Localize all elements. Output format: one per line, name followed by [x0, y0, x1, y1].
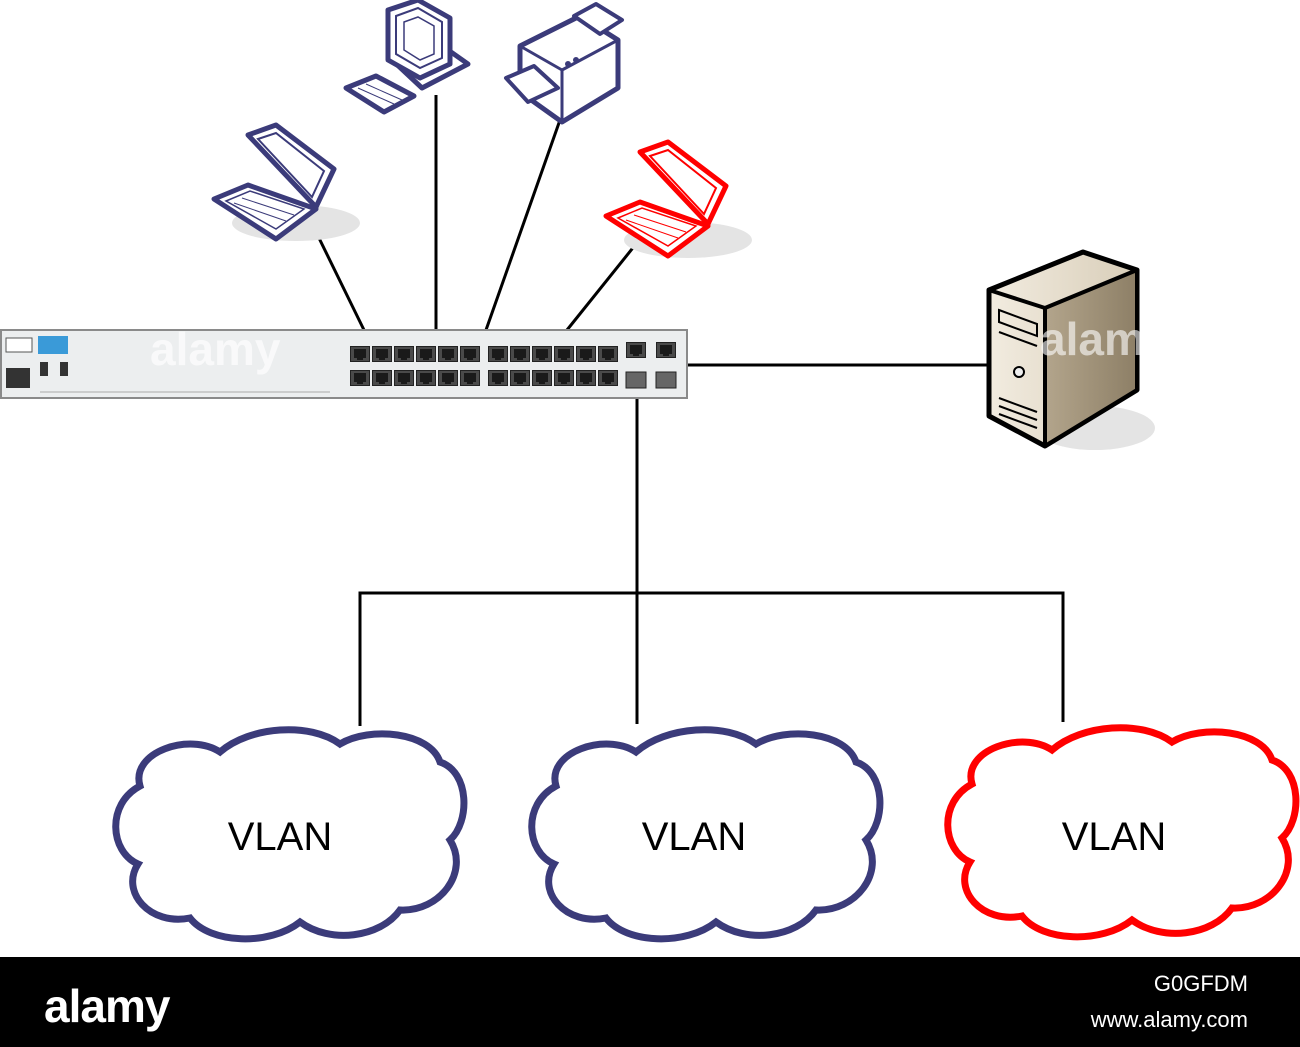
watermark-brand: alamy [1040, 313, 1171, 365]
network-switch-icon [0, 329, 688, 399]
vlan-label: VLAN [228, 815, 333, 859]
printer-icon [504, 2, 624, 125]
server-icon [986, 249, 1155, 450]
link-printer-switch [484, 119, 562, 331]
red-laptop-icon [603, 139, 752, 259]
connection-lines [316, 95, 1065, 726]
vlan-cloud: VLAN [112, 726, 468, 943]
link-laptop-switch [316, 235, 366, 331]
link-red-laptop-switch [565, 243, 638, 331]
watermark-bar: alamy G0GFDM www.alamy.com [0, 957, 1300, 1047]
site-url: www.alamy.com [1090, 1007, 1248, 1032]
vlan-label: VLAN [642, 815, 747, 859]
vlan-cloud: VLAN [528, 726, 884, 943]
watermark-brand: alamy [150, 323, 281, 375]
network-diagram: VLAN VLAN VLAN alamy alamy [0, 0, 1300, 943]
vlan-label: VLAN [1062, 815, 1167, 859]
brand-logo: alamy [44, 980, 170, 1032]
laptop-icon [211, 122, 360, 242]
vlan-cloud-red: VLAN [944, 724, 1300, 941]
vlan-bus [358, 591, 1065, 726]
desktop-computer-icon [343, 0, 471, 115]
image-id: G0GFDM [1153, 971, 1248, 996]
